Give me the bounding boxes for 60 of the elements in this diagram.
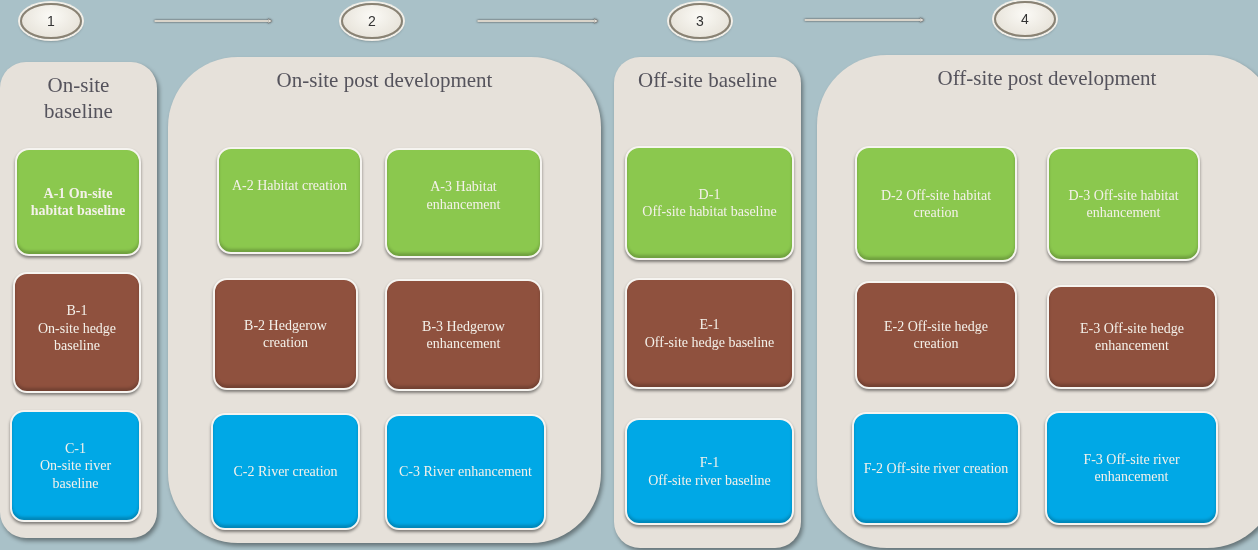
- step-number: 1: [47, 13, 55, 29]
- box-label: C-2 River creation: [233, 462, 338, 481]
- hedge-box: [625, 278, 794, 389]
- stage-panel: [0, 62, 157, 538]
- box-label: E-3 Off-site hedge enhancement: [1079, 319, 1185, 355]
- box-label: B-2 Hedgerow creation: [243, 316, 328, 352]
- step-number: 2: [368, 13, 376, 29]
- box-label: B-3 Hedgerow enhancement: [421, 317, 506, 353]
- box-label: Off-site hedge baseline: [644, 333, 775, 351]
- box-label: D-2 Off-site habitat creation: [879, 186, 993, 222]
- block-arrow: [153, 18, 273, 24]
- stage-panel: [817, 55, 1258, 548]
- step-oval: [341, 3, 403, 39]
- box-code: D-1: [698, 185, 721, 203]
- box-code: C-1: [65, 439, 86, 458]
- box-label: Off-site river baseline: [648, 471, 771, 489]
- river-box: [211, 413, 360, 530]
- panel-heading: Off-site baseline: [637, 67, 778, 94]
- box-code: E-1: [699, 316, 720, 334]
- habitat-box: [15, 148, 141, 256]
- box-code: F-1: [699, 454, 720, 472]
- box-code: B-1: [66, 302, 88, 320]
- step-oval: [994, 1, 1056, 37]
- hedge-box: [13, 272, 141, 393]
- river-box: [852, 412, 1020, 525]
- box-label: C-3 River enhancement: [399, 463, 532, 481]
- hedge-box: [213, 278, 358, 390]
- habitat-box: [855, 146, 1017, 262]
- step-oval: [20, 3, 82, 39]
- habitat-box: [217, 147, 362, 254]
- stage-panel: [168, 57, 601, 543]
- hedge-box: [855, 281, 1017, 389]
- box-label: A-2 Habitat creation: [231, 177, 348, 195]
- step-number: 4: [1021, 11, 1029, 27]
- box-label: F-3 Off-site river enhancement: [1082, 450, 1181, 486]
- panel-heading: On-site post development: [275, 67, 494, 94]
- box-label: On-site hedge baseline: [36, 319, 118, 355]
- habitat-box: [625, 146, 794, 260]
- box-label: D-3 Off-site habitat enhancement: [1067, 186, 1180, 222]
- step-oval: [669, 3, 731, 39]
- box-label: E-2 Off-site hedge creation: [883, 317, 989, 353]
- panel-heading: On-site baseline: [43, 72, 114, 125]
- habitat-box: [385, 148, 542, 258]
- river-box: [10, 410, 141, 522]
- stage-panel: [614, 57, 801, 548]
- hedge-box: [1047, 285, 1217, 389]
- box-label: On-site river baseline: [38, 457, 113, 493]
- river-box: [1045, 411, 1218, 525]
- hedge-box: [385, 279, 542, 391]
- river-box: [385, 414, 546, 530]
- box-label: A-3 Habitat enhancement: [425, 178, 502, 213]
- block-arrow: [803, 17, 925, 23]
- box-label: Off-site habitat baseline: [642, 203, 777, 221]
- box-label: F-2 Off-site river creation: [863, 459, 1009, 478]
- habitat-box: [1047, 147, 1200, 261]
- panel-heading: Off-site post development: [936, 65, 1158, 92]
- river-box: [625, 418, 794, 525]
- block-arrow: [476, 18, 599, 24]
- step-number: 3: [696, 13, 704, 29]
- box-label: A-1 On-site habitat baseline: [29, 184, 127, 220]
